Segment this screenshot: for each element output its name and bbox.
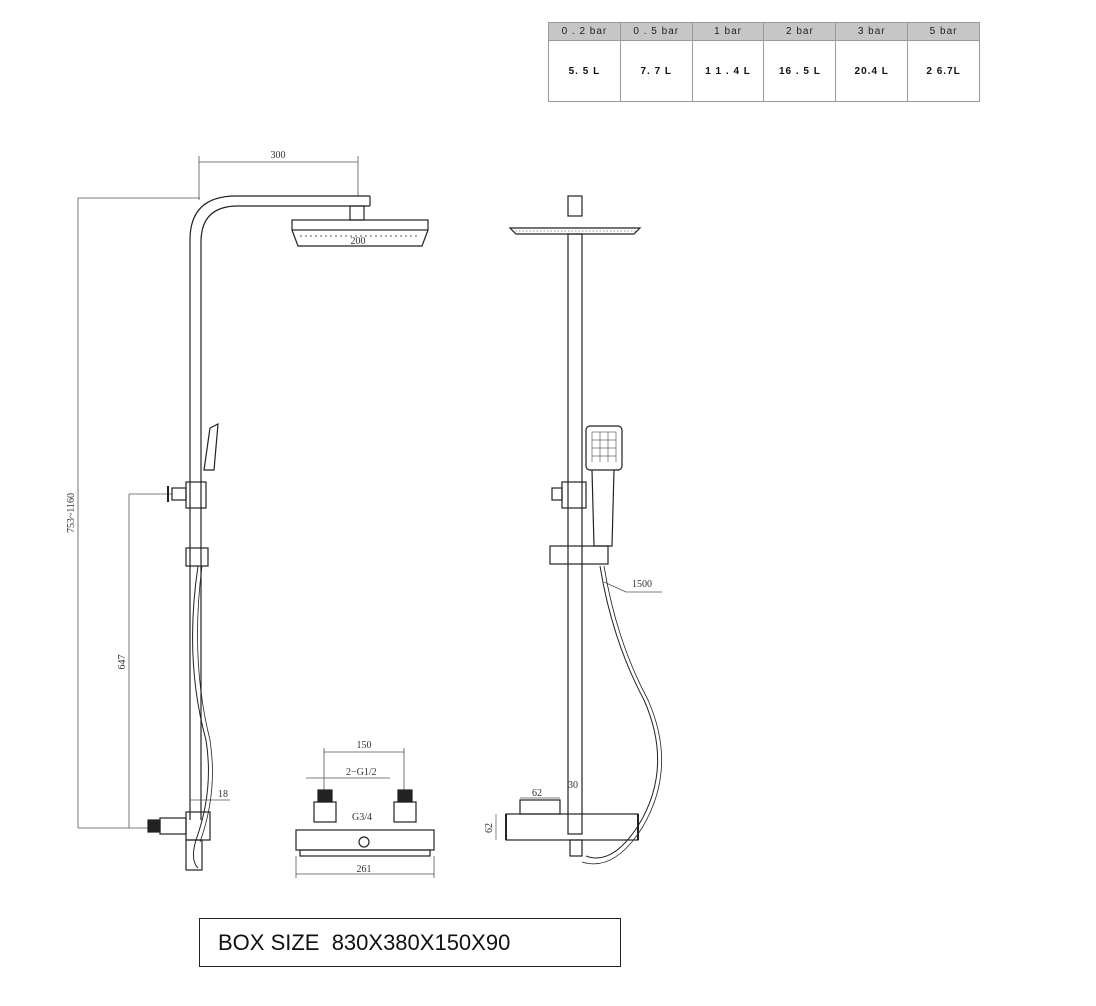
pressure-header: 3 bar <box>835 22 909 41</box>
offset-label: 18 <box>218 789 228 800</box>
front-hand-shower-head <box>585 425 623 471</box>
front-hose-inner <box>581 565 662 865</box>
front-diverter-knob <box>551 487 563 501</box>
pressure-header: 5 bar <box>907 22 980 41</box>
head-reach-dimension <box>198 156 359 200</box>
shower-head <box>291 219 429 231</box>
hand-shower-side <box>203 422 219 471</box>
front-head-connector <box>567 195 583 217</box>
box-size-label: BOX SIZE 830X380X150X90 <box>199 918 621 967</box>
hose-side <box>192 565 209 869</box>
left-connector <box>313 801 337 823</box>
slider-bracket <box>185 547 209 567</box>
shower-head-base <box>291 229 429 247</box>
diverter-body <box>185 481 207 509</box>
valve-center-outlet <box>358 836 370 848</box>
inlet-thread-label: 2−G1/2 <box>346 767 377 778</box>
valve-detail-view: 150 2−G1/2 G3/4 261 <box>295 740 435 878</box>
height-range-label: 753~1160 <box>66 493 77 533</box>
front-view: 1500 62 62 30 <box>484 195 662 865</box>
outlet-spacing-dimension <box>323 748 405 790</box>
hand-shower-nozzle-grid <box>591 431 617 462</box>
right-connector-nut <box>397 789 413 803</box>
pressure-header: 1 bar <box>691 22 765 41</box>
front-slider-bracket <box>549 545 609 565</box>
flow-rate-cell: 2 6.7L <box>907 40 980 102</box>
head-connector <box>349 205 365 221</box>
right-connector <box>393 801 417 823</box>
hose-length-label: 1500 <box>632 579 652 590</box>
valve-height-dimension <box>128 493 172 828</box>
front-hose <box>585 565 659 859</box>
valve-length-dimension <box>295 856 435 878</box>
flow-rate-table: 0 . 2 bar 0 . 5 bar 1 bar 2 bar 3 bar 5 … <box>548 22 980 102</box>
head-reach-label: 300 <box>271 150 286 161</box>
front-riser-pipe <box>567 233 583 835</box>
valve-length-label: 261 <box>357 864 372 875</box>
height-dimension <box>77 197 200 829</box>
pipe-offset-label: 30 <box>568 780 578 791</box>
valve-body-lower <box>299 849 431 857</box>
front-hand-shower-handle <box>591 469 615 547</box>
hose-side-inner <box>197 565 213 843</box>
pressure-header: 0 . 5 bar <box>619 22 693 41</box>
valve-height-label: 647 <box>117 655 128 670</box>
inlet-fitting <box>159 817 187 835</box>
outlet-spacing-label: 150 <box>357 740 372 751</box>
front-valve-body <box>505 813 639 841</box>
front-shower-head <box>508 227 642 235</box>
pressure-header: 0 . 2 bar <box>548 22 621 41</box>
front-valve-outlet <box>569 839 583 857</box>
pressure-header: 2 bar <box>763 22 837 41</box>
front-valve-top <box>519 799 561 815</box>
flow-rate-cell: 16 . 5 L <box>763 40 837 102</box>
side-view: 300 753~1160 647 200 <box>66 150 429 871</box>
outlet-thread-label: G3/4 <box>352 812 372 823</box>
outlet-fitting <box>185 839 203 871</box>
flow-rate-table-header-row: 0 . 2 bar 0 . 5 bar 1 bar 2 bar 3 bar 5 … <box>548 22 980 41</box>
head-width-label: 200 <box>351 236 366 247</box>
left-connector-nut <box>317 789 333 803</box>
flow-rate-cell: 7. 7 L <box>619 40 693 102</box>
flow-rate-table-value-row: 5. 5 L 7. 7 L 1 1 . 4 L 16 . 5 L 20.4 L … <box>548 40 980 102</box>
diverter-knob <box>171 487 187 501</box>
inlet-nut <box>147 819 161 833</box>
riser-pipe <box>189 195 370 820</box>
height-62-label: 62 <box>484 823 495 833</box>
riser-pipe-inner <box>200 205 370 820</box>
depth-label: 62 <box>532 788 542 799</box>
